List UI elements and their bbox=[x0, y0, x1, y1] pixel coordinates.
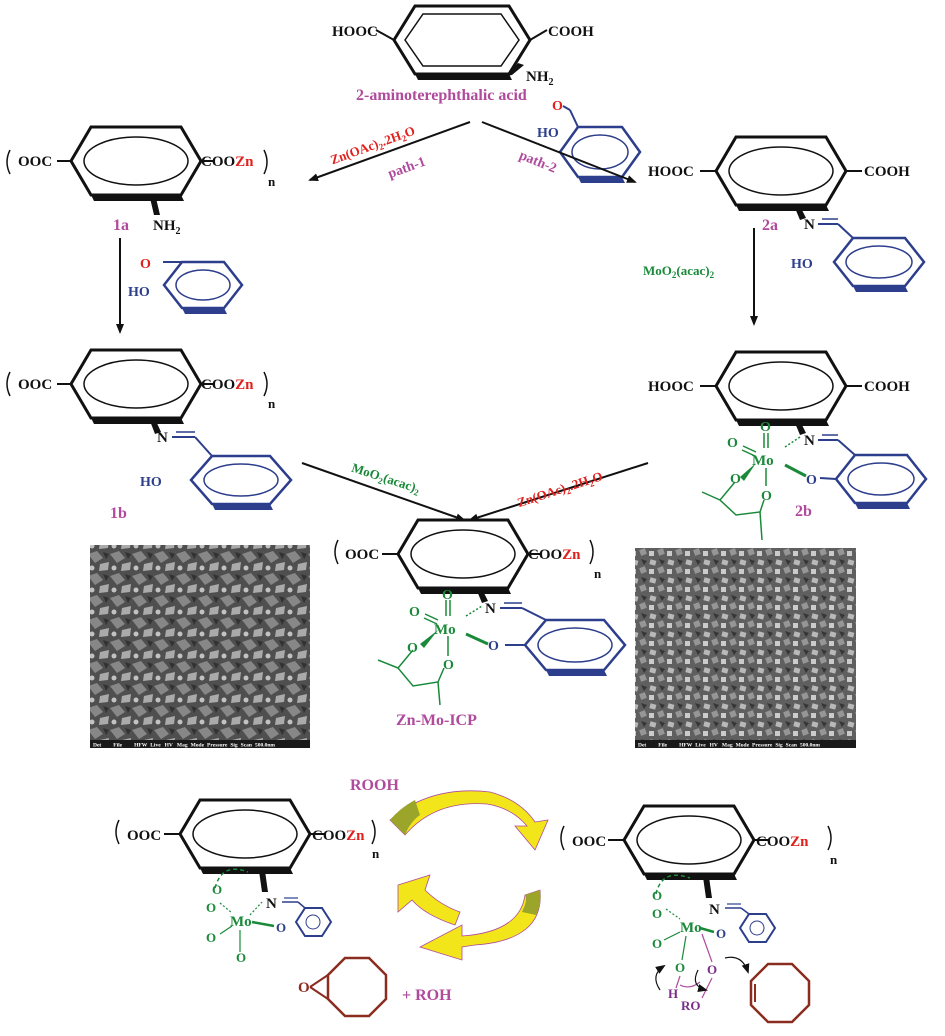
svg-text:O: O bbox=[652, 936, 662, 951]
svg-text:N: N bbox=[709, 902, 720, 918]
svg-text:n: n bbox=[268, 174, 276, 189]
svg-text:Zn(OAc)2.2H2O: Zn(OAc)2.2H2O bbox=[515, 468, 605, 512]
zn-reagent-center: Zn(OAc)2.2H2O bbox=[515, 468, 605, 512]
compound-1a: OOC COOZn n NH2 bbox=[6, 125, 276, 237]
svg-text:N: N bbox=[157, 430, 168, 446]
epoxide-product: O bbox=[298, 956, 388, 1018]
svg-text:O: O bbox=[652, 906, 662, 921]
mo-atom-cycle-right: Mo bbox=[680, 920, 702, 936]
mo-reagent-right: MoO2(acac)2 bbox=[643, 263, 715, 280]
svg-text:O: O bbox=[730, 472, 741, 487]
svg-text:O: O bbox=[276, 920, 286, 935]
svg-text:O: O bbox=[298, 980, 310, 996]
svg-text:COOZn: COOZn bbox=[756, 834, 809, 850]
path-2-label: path-2 bbox=[517, 148, 559, 176]
label-zn-mo-icp: Zn-Mo-ICP bbox=[396, 712, 477, 729]
compound-zn-mo-icp: O O Mo O O O OOC COOZn n N bbox=[334, 518, 627, 706]
cycle-arrow-bottom bbox=[397, 874, 541, 961]
svg-text:HOOC: HOOC bbox=[648, 379, 694, 395]
svg-text:O: O bbox=[236, 950, 246, 965]
svg-text:OOC: OOC bbox=[345, 547, 379, 563]
svg-text:O: O bbox=[760, 420, 771, 435]
mo-atom-2b: Mo bbox=[752, 453, 774, 469]
cycle-right-complex: OOC COOZn n N O O Mo O O O O H RO bbox=[560, 804, 838, 1013]
svg-text:O: O bbox=[707, 962, 717, 977]
svg-text:COOZn: COOZn bbox=[201, 154, 254, 170]
svg-text:n: n bbox=[372, 846, 380, 861]
svg-text:HO: HO bbox=[140, 475, 162, 490]
svg-text:HOOC: HOOC bbox=[648, 164, 694, 180]
compound-2b: O O Mo O O O HOOC COOH N bbox=[648, 350, 928, 541]
arrow-path-2 bbox=[481, 121, 637, 183]
svg-text:O: O bbox=[442, 588, 453, 603]
svg-text:O: O bbox=[806, 473, 817, 488]
svg-text:COOZn: COOZn bbox=[201, 377, 254, 393]
svg-text:O: O bbox=[443, 658, 454, 673]
svg-text:N: N bbox=[485, 601, 496, 617]
svg-text:n: n bbox=[594, 566, 602, 581]
svg-text:O: O bbox=[206, 900, 216, 915]
svg-text:n: n bbox=[830, 852, 838, 867]
group-hooc: HOOC bbox=[332, 24, 378, 40]
svg-text:H: H bbox=[668, 986, 678, 1001]
arrow-1b-to-product bbox=[301, 462, 466, 522]
arrow-2b-to-product bbox=[468, 462, 649, 522]
cyclooctene bbox=[749, 962, 811, 1024]
plus-roh-label: + ROH bbox=[402, 987, 452, 1004]
path-1-label: path-1 bbox=[386, 155, 428, 182]
svg-text:HO: HO bbox=[791, 257, 813, 272]
svg-text:O: O bbox=[212, 882, 222, 897]
label-2b: 2b bbox=[795, 503, 812, 520]
svg-text:N: N bbox=[804, 433, 815, 449]
svg-text:O: O bbox=[675, 960, 685, 975]
label-2a: 2a bbox=[762, 217, 778, 234]
svg-text:OOC: OOC bbox=[18, 377, 52, 393]
svg-text:O: O bbox=[716, 926, 726, 941]
svg-text:N: N bbox=[804, 217, 815, 233]
svg-text:O: O bbox=[761, 489, 772, 504]
label-1b: 1b bbox=[110, 505, 127, 522]
amine-nh: NH bbox=[526, 69, 549, 85]
cycle-arrow-top bbox=[389, 790, 549, 851]
mo-atom-cycle-left: Mo bbox=[230, 914, 252, 930]
svg-text:COOH: COOH bbox=[864, 379, 910, 395]
svg-text:NH2: NH2 bbox=[526, 69, 554, 88]
compound-2a: HOOC COOH N HO bbox=[648, 135, 926, 292]
salicylaldehyde-reagent-left: O HO bbox=[128, 257, 244, 314]
svg-text:RO: RO bbox=[681, 998, 701, 1013]
svg-text:O: O bbox=[407, 641, 418, 656]
svg-text:O: O bbox=[409, 605, 420, 620]
svg-text:COOH: COOH bbox=[864, 164, 910, 180]
svg-text:O: O bbox=[206, 930, 216, 945]
arrow-path-1 bbox=[308, 121, 471, 182]
svg-text:HO: HO bbox=[128, 285, 150, 300]
compound-1b: OOC COOZn n N HO bbox=[6, 348, 293, 510]
svg-text:NH2: NH2 bbox=[153, 218, 181, 237]
rooh-label: ROOH bbox=[350, 777, 399, 794]
svg-text:O: O bbox=[140, 257, 151, 272]
label-1a: 1a bbox=[113, 217, 129, 234]
svg-text:OOC: OOC bbox=[127, 828, 161, 844]
svg-text:HO: HO bbox=[537, 126, 559, 141]
svg-text:COOZn: COOZn bbox=[528, 547, 581, 563]
mo-atom-product: Mo bbox=[434, 622, 456, 638]
group-cooh: COOH bbox=[548, 24, 594, 40]
cycle-left-complex: OOC COOZn n N O O Mo O O O bbox=[115, 798, 380, 965]
svg-text:COOZn: COOZn bbox=[312, 828, 365, 844]
compound-name-label: 2-aminoterephthalic acid bbox=[356, 87, 527, 104]
svg-text:n: n bbox=[268, 396, 276, 411]
svg-text:OOC: OOC bbox=[572, 834, 606, 850]
svg-text:O: O bbox=[727, 436, 738, 451]
svg-text:OOC: OOC bbox=[18, 154, 52, 170]
svg-text:O: O bbox=[552, 99, 563, 114]
svg-text:O: O bbox=[652, 888, 662, 903]
aminoterephthalic-acid: HOOC COOH NH2 bbox=[332, 4, 594, 88]
svg-text:O: O bbox=[488, 639, 499, 654]
svg-text:N: N bbox=[266, 896, 277, 912]
